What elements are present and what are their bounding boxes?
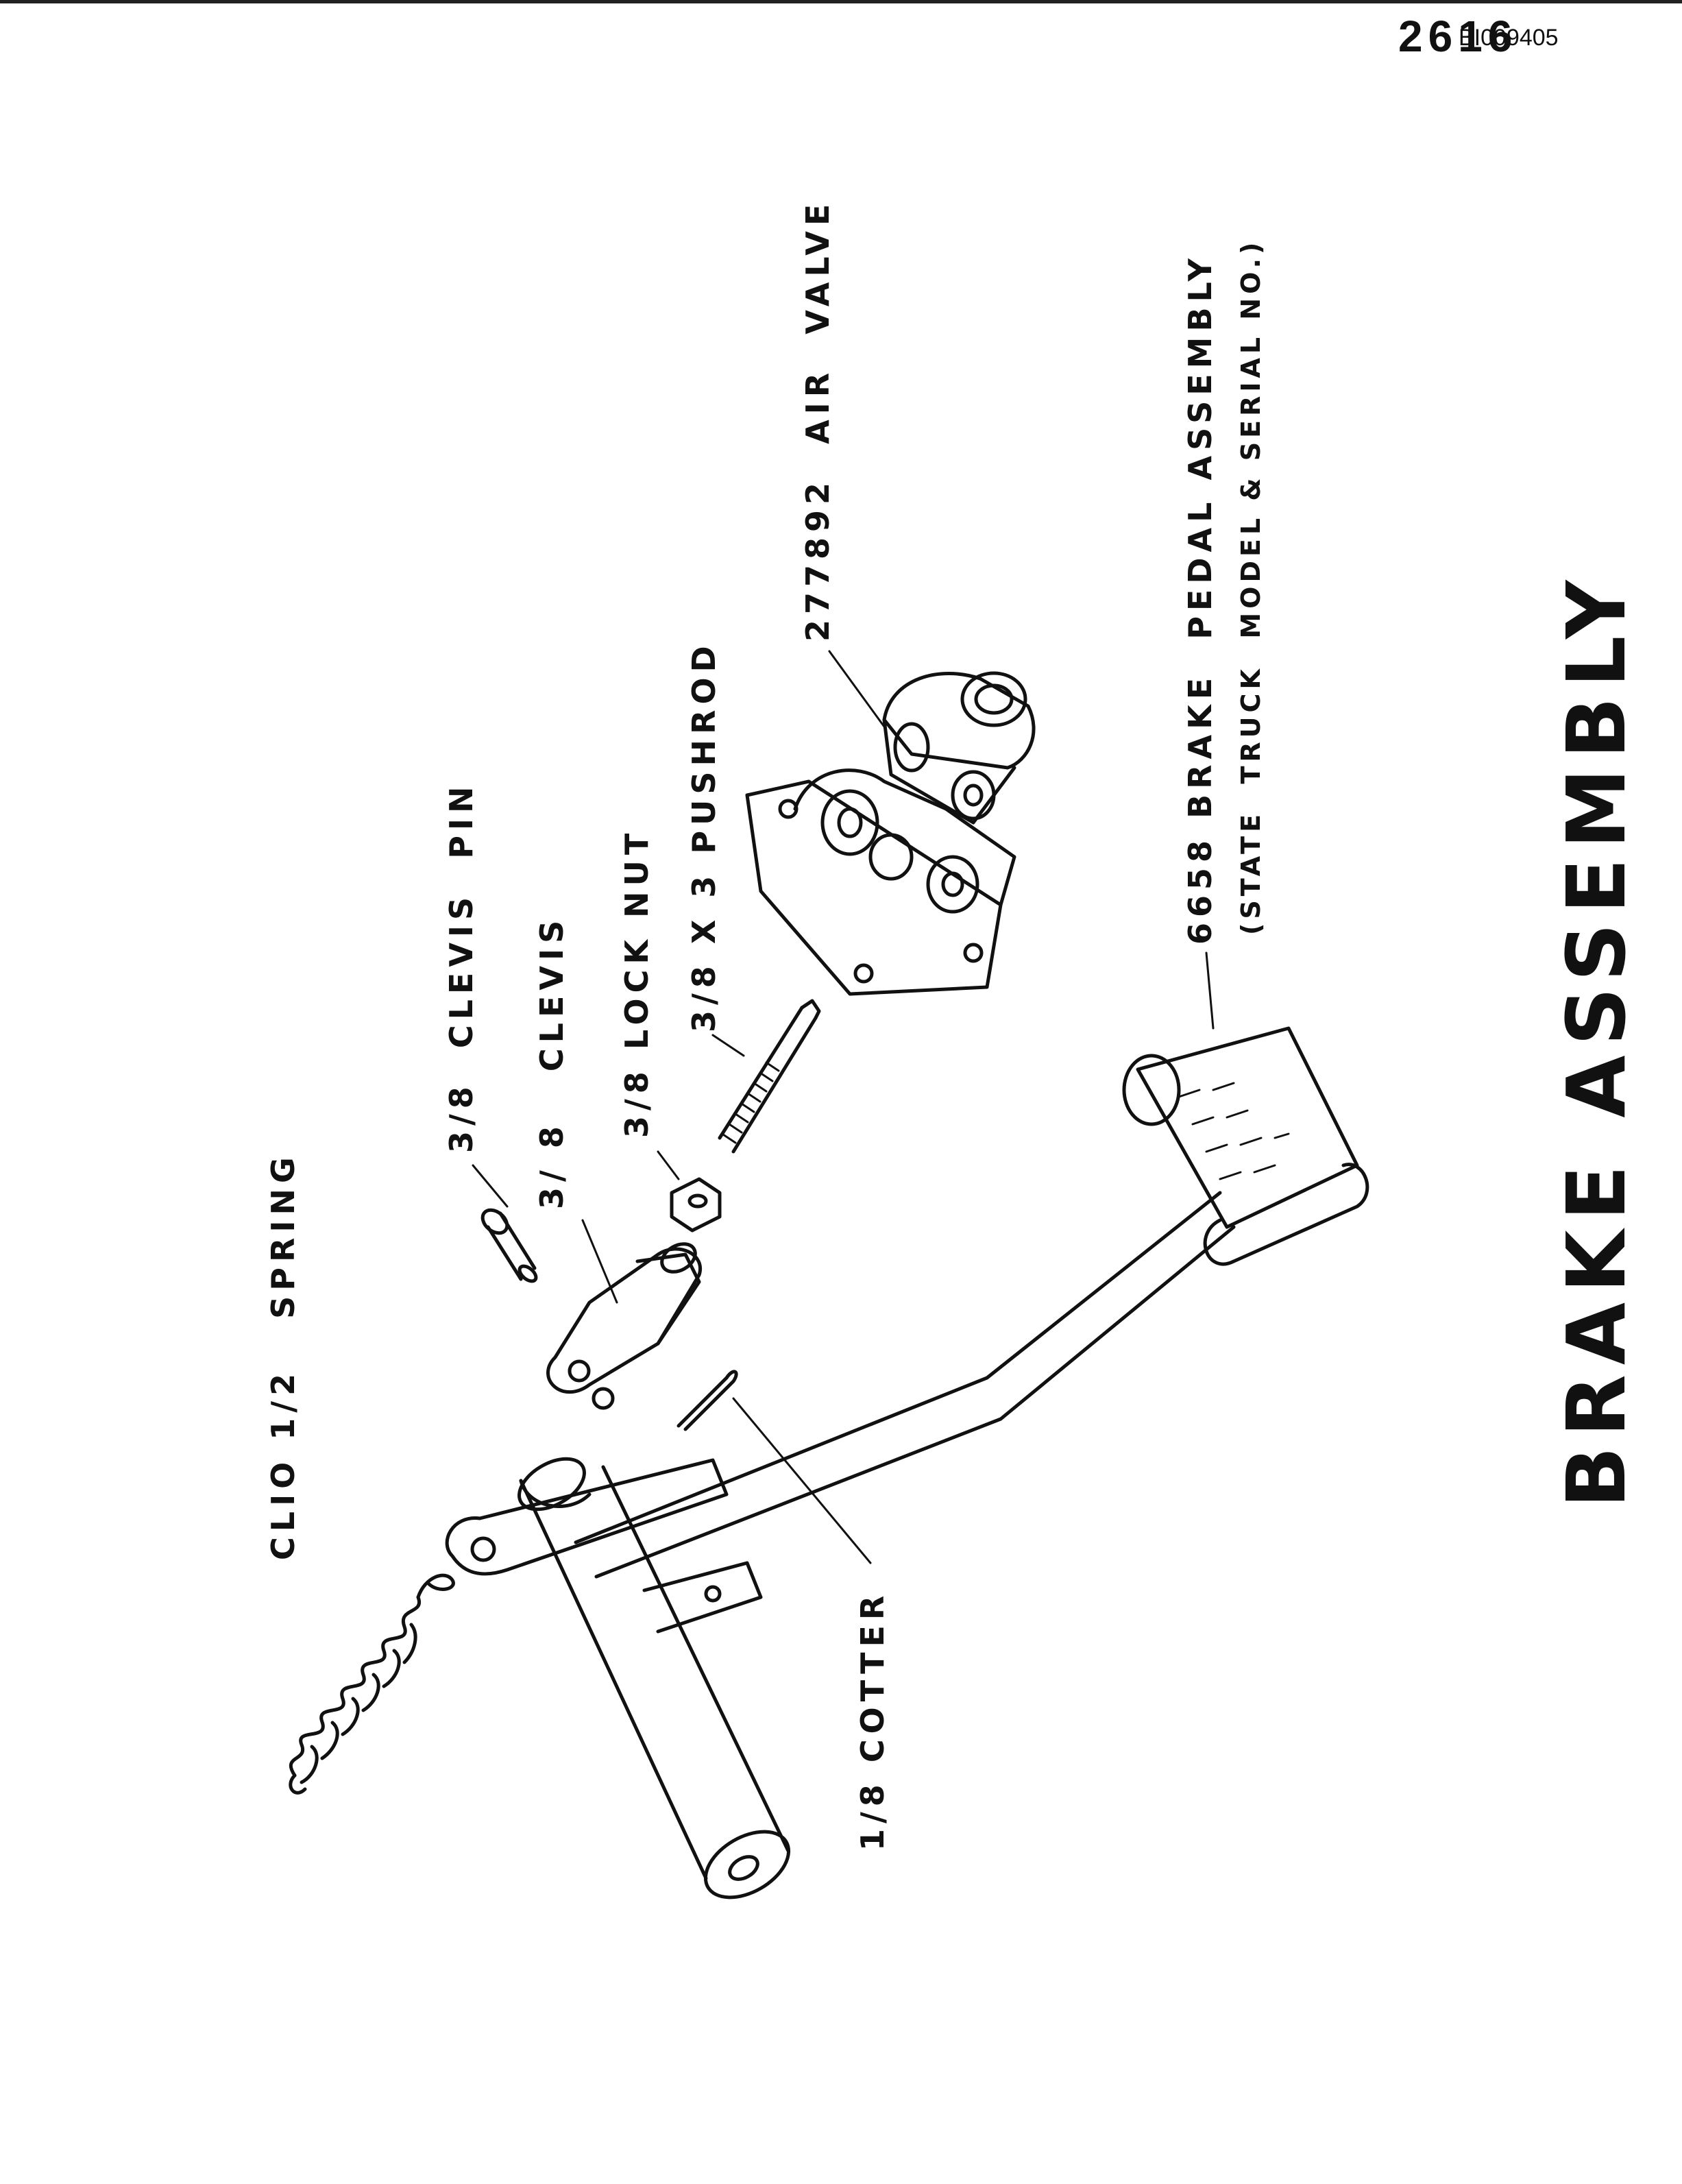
label-clevis: 3/ 8 CLEVIS xyxy=(533,914,570,1209)
spring-drawing xyxy=(289,1573,455,1795)
document-id: BI009405 xyxy=(1459,25,1559,51)
label-pedal-note: (STATE TRUCK MODEL & SERIAL NO.) xyxy=(1236,238,1266,935)
label-cotter: 1/8 COTTER xyxy=(854,1590,891,1851)
lock-nut-drawing xyxy=(657,1150,722,1233)
pushrod-drawing xyxy=(711,999,821,1154)
page-number: 2616 xyxy=(1398,12,1518,61)
label-clevis-pin: 3/8 CLEVIS PIN xyxy=(443,781,480,1153)
cotter-drawing xyxy=(677,1370,872,1564)
label-pushrod: 3/8 X 3 PUSHROD xyxy=(685,640,722,1032)
label-lock-nut: 3/8 LOCK NUT xyxy=(618,827,655,1138)
label-pedal-assembly: 6658 BRAKE PEDAL ASSEMBLY xyxy=(1182,253,1219,945)
pedal-leader-line xyxy=(1205,951,1215,1030)
label-spring: CLIO 1/2 SPRING xyxy=(265,1152,302,1560)
page-title: BRAKE ASSEMBLY xyxy=(1549,570,1644,1508)
air-valve-drawing xyxy=(745,650,1036,996)
brake-pedal-drawing xyxy=(445,1026,1369,1900)
clevis-pin-drawing xyxy=(472,1164,538,1283)
top-border-line xyxy=(0,0,1682,3)
clevis-drawing xyxy=(546,1219,703,1410)
label-air-valve: 277892 AIR VALVE xyxy=(799,198,836,642)
